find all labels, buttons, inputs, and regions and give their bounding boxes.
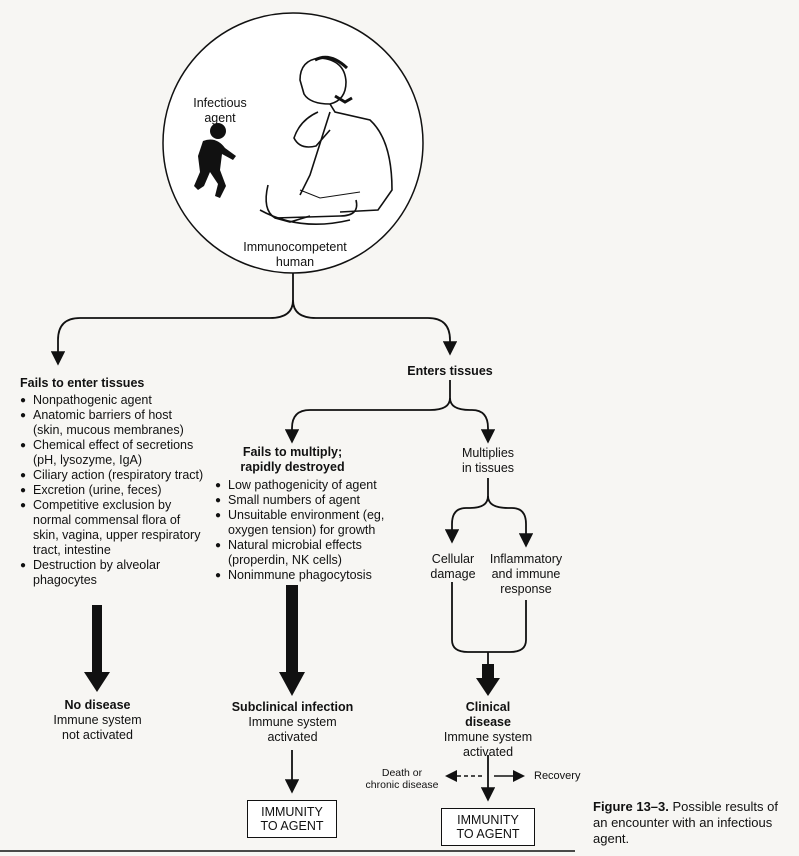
cellular-damage-label: Cellular damage	[430, 552, 476, 581]
subclinical-infection-outcome: Subclinical infection Immune system acti…	[225, 700, 360, 745]
immunocompetent-human-label: Immunocompetent human	[243, 240, 347, 269]
no-disease-outcome: No disease Immune system not activated	[40, 698, 155, 743]
infectious-agent-label: Infectious agent	[193, 96, 247, 125]
encounter-circle	[162, 12, 424, 274]
immunity-box-middle: IMMUNITY TO AGENT	[247, 800, 337, 838]
list-item: Nonpathogenic agent	[20, 393, 205, 408]
fails-to-enter-list: Nonpathogenic agent Anatomic barriers of…	[20, 393, 205, 588]
list-item: Excretion (urine, feces)	[20, 483, 205, 498]
list-item: Competitive exclusion by normal commensa…	[20, 498, 205, 558]
no-disease-subtitle: Immune system not activated	[53, 713, 142, 742]
human-figure	[259, 55, 393, 225]
inflammatory-response-label: Inflammatory and immune response	[489, 552, 563, 596]
list-item: Chemical effect of secretions (pH, lysoz…	[20, 438, 205, 468]
multiplies-in-tissues-label: Multiplies in tissues	[461, 446, 515, 475]
death-or-chronic-disease-label: Death or chronic disease	[365, 767, 439, 791]
no-disease-title: No disease	[64, 698, 131, 712]
list-item: Anatomic barriers of host (skin, mucous …	[20, 408, 205, 438]
figure-caption: Figure 13–3. Possible results of an enco…	[593, 799, 793, 847]
clinical-disease-subtitle: Immune system activated	[443, 730, 533, 759]
clinical-disease-title: Clinical disease	[465, 700, 511, 729]
list-item: Natural microbial effects (properdin, NK…	[215, 538, 415, 568]
thick-arrow-middle	[279, 585, 305, 696]
list-item: Small numbers of agent	[215, 493, 415, 508]
immunity-box-right: IMMUNITY TO AGENT	[441, 808, 535, 846]
enters-tissues-heading: Enters tissues	[407, 364, 493, 378]
recovery-label: Recovery	[534, 770, 581, 782]
list-item: Ciliary action (respiratory tract)	[20, 468, 205, 483]
figure-caption-label: Figure 13–3.	[593, 799, 669, 814]
clinical-disease-outcome: Clinical disease Immune system activated	[430, 700, 546, 760]
subclinical-infection-subtitle: Immune system activated	[248, 715, 337, 744]
list-item: Destruction by alveolar phagocytes	[20, 558, 205, 588]
fails-to-enter-tissues-section: Fails to enter tissues Nonpathogenic age…	[20, 376, 205, 588]
fails-to-enter-heading: Fails to enter tissues	[20, 376, 145, 390]
fails-to-multiply-list: Low pathogenicity of agent Small numbers…	[215, 478, 415, 583]
infectious-agent-figure	[194, 123, 236, 198]
list-item: Nonimmune phagocytosis	[215, 568, 415, 583]
list-item: Unsuitable environment (eg, oxygen tensi…	[215, 508, 415, 538]
list-item: Low pathogenicity of agent	[215, 478, 415, 493]
subclinical-infection-title: Subclinical infection	[231, 700, 354, 714]
fails-to-multiply-heading: Fails to multiply; rapidly destroyed	[240, 445, 345, 474]
figure-caption-text: Possible results of an encounter with an…	[593, 799, 778, 846]
thick-arrow-left	[84, 605, 110, 692]
thick-arrow-right	[476, 664, 500, 696]
